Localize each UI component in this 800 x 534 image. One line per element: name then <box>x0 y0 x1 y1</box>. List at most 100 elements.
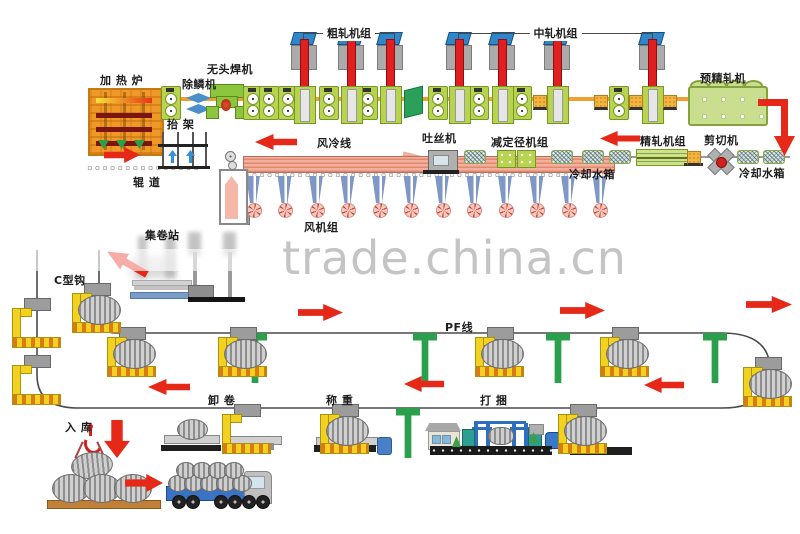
roll-circle <box>473 105 485 117</box>
cabin-window <box>432 435 441 444</box>
c-hook-with-coil <box>71 283 123 333</box>
hook-cap <box>234 404 261 417</box>
cooling-funnel <box>498 176 512 203</box>
mill-stand-slot <box>642 86 664 124</box>
fan-icon <box>404 203 419 218</box>
c-hook-empty <box>11 298 63 348</box>
roll-circle <box>473 93 485 105</box>
housing-notch <box>283 88 291 92</box>
bundler-box <box>529 424 544 435</box>
roll-circle <box>263 105 275 117</box>
label-fan-group: 风机组 <box>304 221 339 234</box>
label-weighing: 称 重 <box>326 394 354 407</box>
mill-stand-housing <box>259 86 279 120</box>
roughing-mill-bracket: 粗轧机组 <box>303 25 395 41</box>
worker-figure <box>529 432 538 443</box>
roll-circle <box>165 93 177 105</box>
cabin-roof <box>425 423 461 431</box>
mill-stand-slot <box>547 86 569 124</box>
watermark-band <box>0 249 800 271</box>
truck-wheel <box>186 495 200 509</box>
housing-notch <box>248 88 256 92</box>
c-hook-with-coil <box>319 404 371 454</box>
stand-slot <box>347 89 357 122</box>
fan-icon <box>530 203 545 218</box>
roll-circle <box>247 93 259 105</box>
bundler-conveyor <box>430 446 552 455</box>
bundler-rail <box>510 427 530 430</box>
roll-circle <box>516 105 528 117</box>
label-laying-head: 吐丝机 <box>422 132 457 145</box>
lifter-beam <box>158 144 208 147</box>
label-roughing-mill: 粗轧机组 <box>323 25 375 41</box>
truck-wheel <box>228 495 242 509</box>
bundler-frame <box>524 423 528 450</box>
coil-station-slat <box>132 280 192 286</box>
label-unload: 卸 卷 <box>208 394 236 407</box>
mill-stand-actuator <box>543 32 570 109</box>
bundler-frame <box>512 423 516 450</box>
coil-station-post <box>228 252 232 298</box>
label-air-cooling: 风冷线 <box>317 137 352 150</box>
roll-circle <box>432 105 444 117</box>
mill-stand-housing <box>161 86 181 120</box>
roll-circle <box>323 105 335 117</box>
stand-slot <box>455 89 465 122</box>
c-hook-with-coil <box>742 357 794 407</box>
roll-circle <box>282 105 294 117</box>
wire-coil <box>78 295 121 325</box>
mill-stand-housing <box>512 86 532 120</box>
cooling-funnel <box>561 176 575 203</box>
furnace-flow-arrow <box>134 140 145 149</box>
fan-icon <box>593 203 608 218</box>
wire-coil <box>606 339 649 369</box>
lifter-post <box>177 132 179 168</box>
cooling-water-box <box>737 150 759 164</box>
flow-arrow <box>600 131 640 146</box>
mill-stand-slot <box>341 86 363 124</box>
stand-slot <box>386 89 396 122</box>
mill-stand-actuator <box>638 32 665 109</box>
cooling-funnel <box>403 176 418 203</box>
label-warehouse: 入 库 <box>65 421 93 434</box>
housing-notch <box>324 88 332 92</box>
mill-stand-housing <box>319 86 339 120</box>
stand-slot <box>553 89 563 122</box>
wire-coil <box>564 416 607 446</box>
housing-notch <box>517 88 525 92</box>
watermark-text: trade.china.cn <box>282 231 627 285</box>
lifter-post <box>162 132 164 168</box>
scale-indicator <box>377 437 392 455</box>
roll-circle <box>613 93 625 105</box>
shear-hub <box>716 157 727 168</box>
roller-table <box>86 164 198 172</box>
billet-hot <box>96 98 152 103</box>
wire-coil <box>326 416 369 446</box>
furnace-flow-arrow <box>116 140 127 149</box>
c-hook-with-coil <box>599 327 651 377</box>
housing-notch <box>166 88 174 92</box>
roll-circle <box>613 105 625 117</box>
roll-circle <box>432 93 444 105</box>
descaler-nozzle <box>186 93 211 103</box>
cooling-funnel <box>277 176 292 203</box>
coil-station-base <box>188 297 245 302</box>
weld-point <box>221 99 231 111</box>
sizing-mill-block <box>517 150 536 168</box>
truck-wheel <box>242 495 256 509</box>
fan-icon <box>372 203 388 218</box>
intermediate-mill-bracket: 中轧机组 <box>458 25 653 41</box>
furnace-column <box>123 92 126 150</box>
c-hook-with-coil <box>474 327 526 377</box>
mill-stand-housing <box>243 86 263 120</box>
laying-head-panel <box>433 155 449 166</box>
furnace-column <box>142 92 145 150</box>
laying-head-base <box>423 170 459 174</box>
label-furnace: 加 热 炉 <box>100 74 144 87</box>
coil-station-post <box>193 252 197 298</box>
wire-coil <box>224 339 267 369</box>
wire-coil <box>481 339 524 369</box>
descaler-nozzle <box>186 104 211 114</box>
truck-wheel <box>256 495 270 509</box>
fan-icon <box>498 203 514 218</box>
